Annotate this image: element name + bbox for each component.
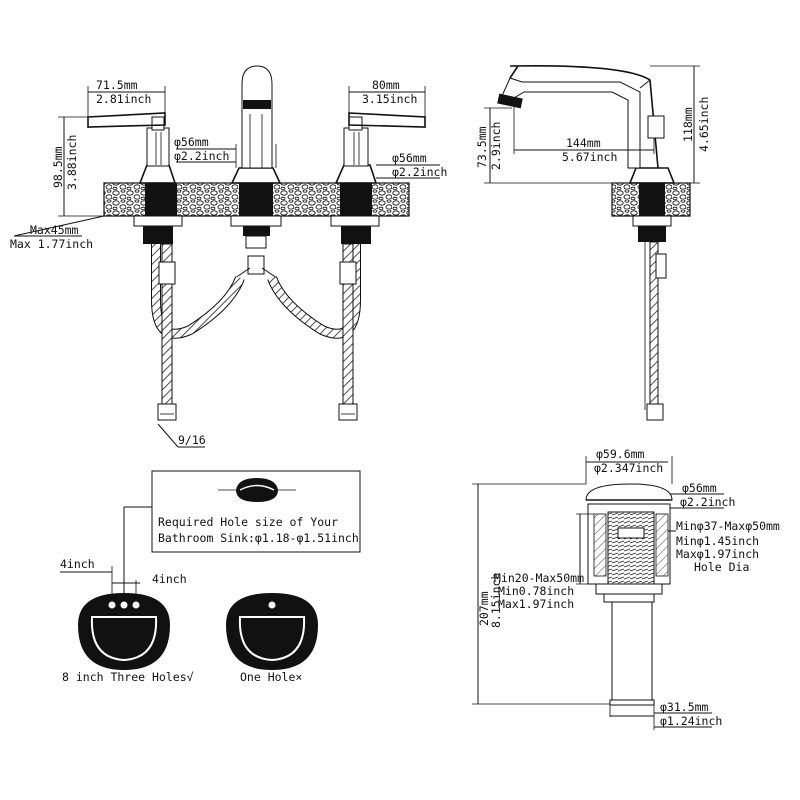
hole-requirement: Required Hole size of Your Bathroom Sink… (60, 470, 361, 684)
outlet-height-mm: 73.5mm (475, 126, 489, 168)
right-handle (334, 112, 426, 184)
reach-mm: 144mm (566, 136, 601, 150)
handle-width-mm: 71.5mm (96, 78, 138, 92)
handle-height-inch: 3.88inch (65, 135, 79, 190)
drain-view: φ59.6mm φ2.347inch φ56mm φ2.2inch Minφ37… (472, 447, 780, 730)
left-handle (87, 112, 177, 184)
cap-dia-mm: φ59.6mm (596, 447, 645, 461)
body-dia-mm: φ56mm (682, 481, 717, 495)
handle-spacing-inch: 3.15inch (362, 92, 417, 106)
three-holes-label: 8 inch Three Holes√ (62, 670, 194, 684)
thickness-mm: Min20-Max50mm (494, 571, 584, 585)
cap-dia-inch: φ2.347inch (594, 461, 663, 475)
side-view: 144mm 5.67inch 118mm 4.65inch 73.5mm 2.9… (475, 64, 711, 421)
connector-size: 9/16 (178, 433, 206, 447)
handle-dia-mm: φ56mm (392, 151, 427, 165)
spacing-b: 4inch (152, 572, 187, 586)
tail-dia-mm: φ31.5mm (660, 700, 709, 714)
body-dia-inch: φ2.2inch (680, 495, 735, 509)
deck-thickness-inch: Max 1.77inch (10, 237, 93, 251)
deck-thickness-mm: Max45mm (30, 223, 79, 237)
height-mm: 118mm (681, 107, 695, 142)
spout-dia-inch: φ2.2inch (174, 149, 229, 163)
hole-dia-max: Maxφ1.97inch (676, 547, 759, 561)
tail-dia-inch: φ1.24inch (660, 714, 722, 728)
handle-spacing-mm: 80mm (372, 78, 400, 92)
hole-dia-min: Minφ1.45inch (676, 534, 759, 548)
spacing-a: 4inch (60, 557, 95, 571)
spout-dia-mm: φ56mm (174, 135, 209, 149)
one-hole-label: One Hole× (240, 670, 302, 684)
required-hole-text: Required Hole size of Your (158, 515, 338, 529)
handle-height-mm: 98.5mm (51, 146, 65, 188)
reach-inch: 5.67inch (562, 150, 617, 164)
hole-dia-mm: Minφ37-Maxφ50mm (676, 519, 780, 533)
hole-dia-label: Hole Dia (694, 560, 749, 574)
outlet-height-inch: 2.9inch (489, 122, 503, 170)
one-hole-sink (226, 593, 318, 670)
three-hole-sink (78, 593, 170, 670)
total-height-mm: 207mm (477, 591, 491, 626)
total-height-inch: 8.15inch (489, 573, 503, 628)
thickness-min: Min0.78inch (498, 584, 574, 598)
spout-front (230, 65, 282, 184)
supply-hoses (151, 243, 361, 421)
required-hole-size: Bathroom Sink:φ1.18-φ1.51inch (158, 531, 359, 545)
handle-width-inch: 2.81inch (96, 92, 151, 106)
handle-dia-inch: φ2.2inch (392, 165, 447, 179)
height-inch: 4.65inch (697, 97, 711, 152)
front-view: 71.5mm 2.81inch 80mm 3.15inch 98.5mm 3.8… (10, 65, 447, 448)
thickness-max: Max1.97inch (498, 597, 574, 611)
